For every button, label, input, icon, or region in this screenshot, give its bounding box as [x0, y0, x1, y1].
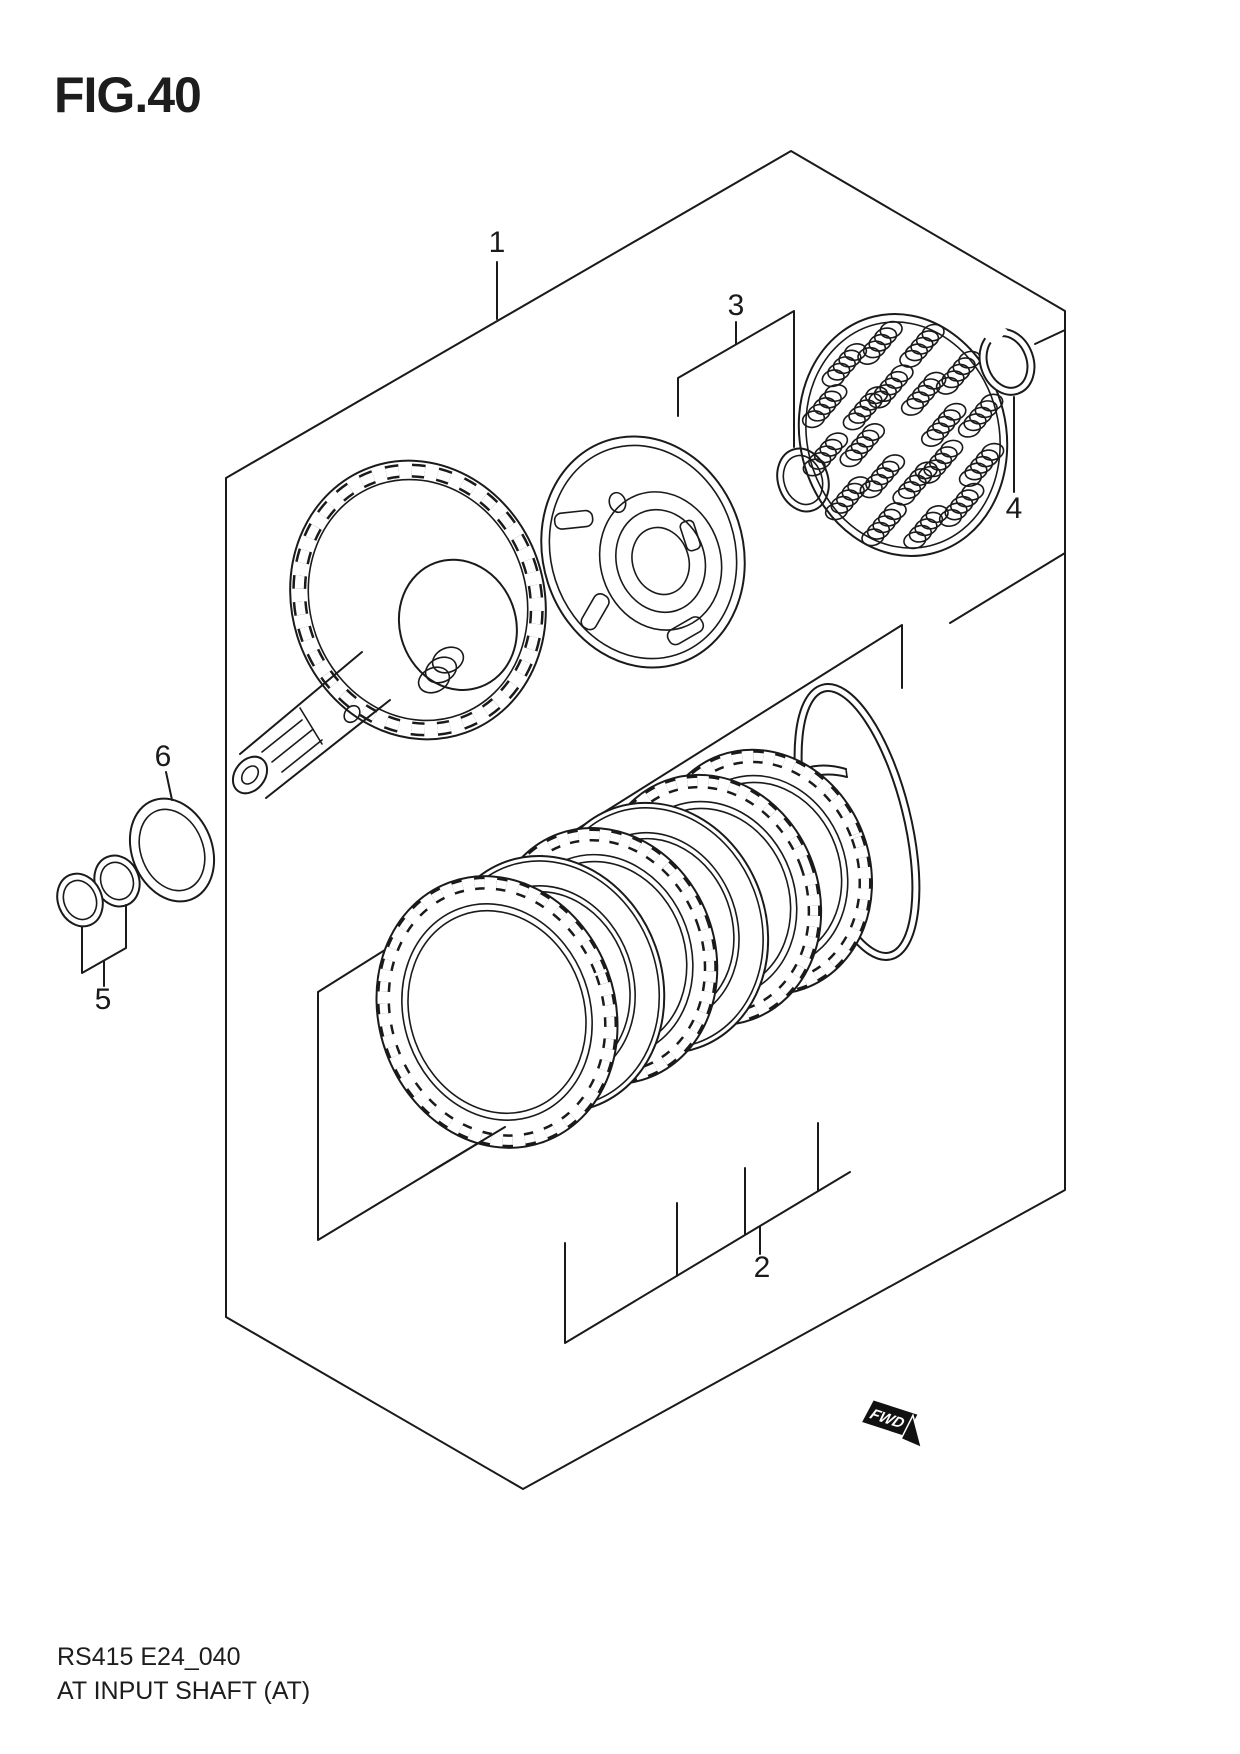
figure-caption: AT INPUT SHAFT (AT) — [57, 1677, 311, 1705]
part-label-6: 6 — [155, 740, 172, 773]
figure-title: FIG.40 — [54, 67, 202, 123]
spring-panel-lines — [949, 329, 1066, 624]
leader-lines — [81, 261, 1015, 1344]
snap-ring — [974, 314, 1036, 396]
clutch-disc-pack — [375, 683, 921, 1173]
clutch-piston — [540, 435, 746, 669]
part-label-2: 2 — [754, 1251, 771, 1284]
fwd-direction-badge: FWD — [862, 1400, 923, 1449]
assembly-box-outline — [225, 150, 1066, 1490]
clutch-drum-and-shaft — [231, 459, 547, 799]
oil-seal-ring-6 — [128, 797, 216, 903]
part-label-4: 4 — [1006, 492, 1023, 525]
o-ring — [776, 447, 830, 513]
input-shaft — [231, 651, 391, 799]
drum-inner-spring — [417, 646, 465, 694]
disc-pack-panel-lines — [317, 624, 903, 1241]
figure-footer: RS415 E24_040 AT INPUT SHAFT (AT) — [57, 1640, 310, 1708]
friction-disc — [375, 875, 619, 1149]
panel-edge-segment — [429, 1126, 506, 1173]
part-label-1: 1 — [489, 226, 506, 259]
part-labels: 1 2 3 4 5 6 — [95, 226, 1023, 1284]
part-label-5: 5 — [95, 983, 112, 1016]
fwd-arrowhead — [900, 1413, 923, 1449]
seal-ring-a — [56, 872, 104, 928]
part-label-3: 3 — [728, 289, 745, 322]
figure-code: RS415 E24_040 — [57, 1643, 241, 1671]
